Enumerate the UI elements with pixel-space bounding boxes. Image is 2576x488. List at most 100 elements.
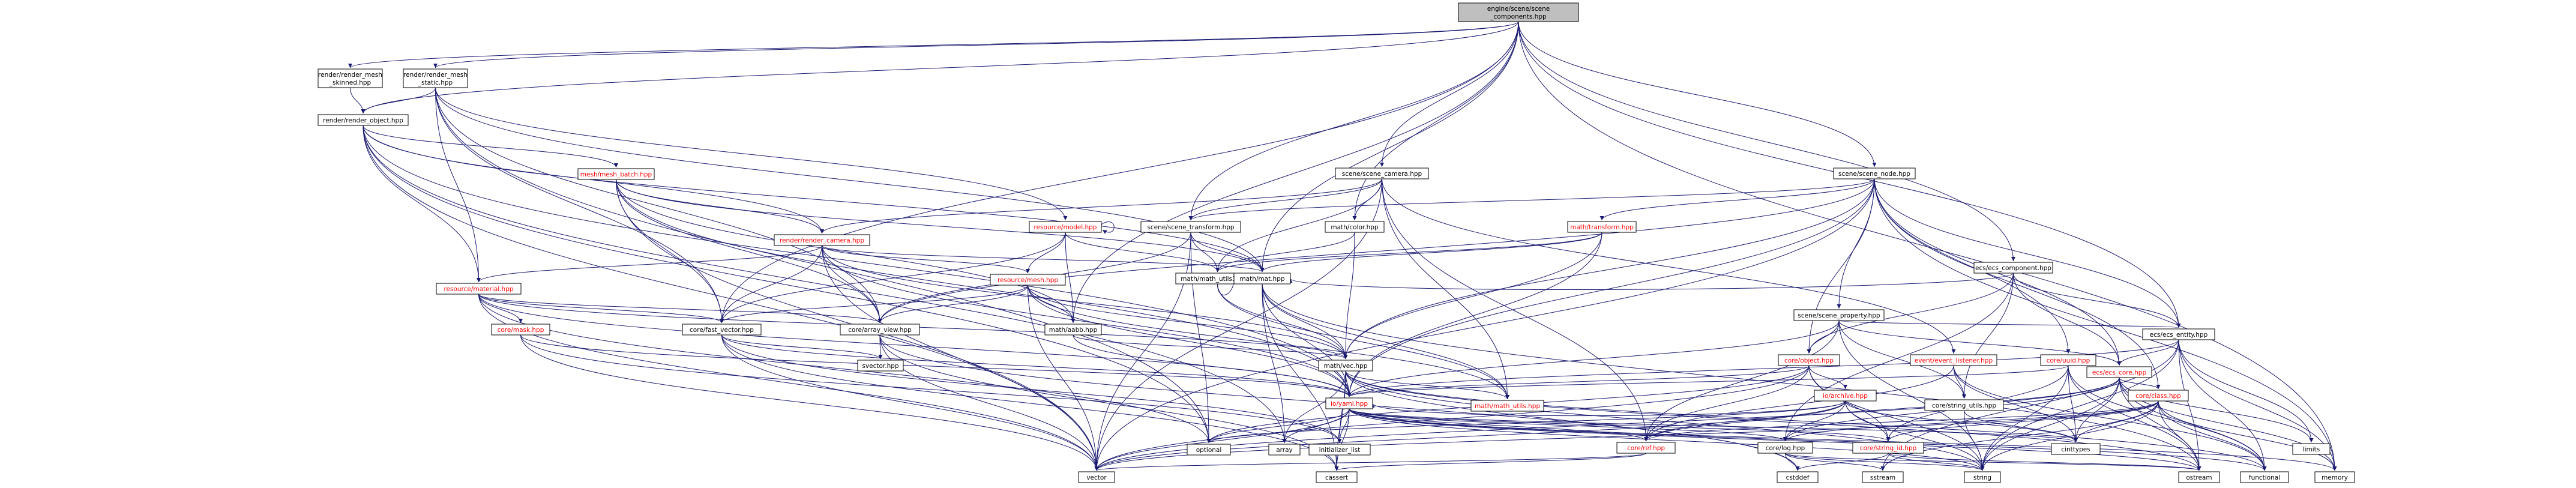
node-yaml[interactable]: io/yaml.hpp <box>1325 397 1373 409</box>
edge-mmat-to-mutils <box>1262 283 1509 400</box>
node-rms[interactable]: render/render_mesh_skinned.hpp <box>317 68 383 88</box>
node-rcam[interactable]: render/render_camera.hpp <box>774 234 870 246</box>
edge-cstrid-to-ostream <box>1888 453 2201 471</box>
edge-eentity-to-ecore <box>2117 339 2179 366</box>
node-sprop[interactable]: scene/scene_property.hpp <box>1793 309 1885 321</box>
node-label: engine/scene/scene <box>1487 5 1550 13</box>
edge-yaml-to-cref <box>1349 408 1648 442</box>
node-box <box>317 68 383 88</box>
node-snode[interactable]: scene/scene_node.hpp <box>1833 167 1916 179</box>
edge-rmodel-to-rmesh <box>1026 232 1066 274</box>
node-label: math/color.hpp <box>1331 224 1379 231</box>
node-mmat[interactable]: math/mat.hpp <box>1233 273 1291 285</box>
node-ecomp[interactable]: ecs/ecs_component.hpp <box>1973 262 2053 274</box>
edge-meshbatch-to-arrview <box>616 179 882 324</box>
node-eentity[interactable]: ecs/ecs_entity.hpp <box>2142 328 2215 340</box>
node-mutils[interactable]: math/math_utils.hpp <box>1470 400 1544 412</box>
edge-yaml-to-cstrid <box>1349 408 1891 442</box>
edge-cuuid-to-cinttypes <box>2068 365 2078 443</box>
edge-snode-to-vector <box>1094 178 1875 471</box>
node-meshbatch[interactable]: mesh/mesh_batch.hpp <box>577 168 655 180</box>
node-rmat[interactable]: resource/material.hpp <box>436 283 522 295</box>
node-label: ecs/ecs_core.hpp <box>2092 369 2147 376</box>
node-strans[interactable]: scene/scene_transform.hpp <box>1140 221 1241 233</box>
node-label: mesh/mesh_batch.hpp <box>580 171 652 178</box>
node-sstream: sstream <box>1862 471 1904 483</box>
edge-root-to-strans <box>1188 21 1519 221</box>
node-label: ecs/ecs_entity.hpp <box>2150 331 2208 339</box>
node-cclass[interactable]: core/class.hpp <box>2128 390 2189 402</box>
node-box <box>1316 471 1358 483</box>
node-strutils[interactable]: core/string_utils.hpp <box>1924 399 2004 411</box>
node-box <box>1778 354 1840 366</box>
node-aabb[interactable]: math/aabb.hpp <box>1044 324 1102 336</box>
edge-rmst-to-mmat <box>435 87 1265 273</box>
edge-aabb-to-mvec <box>1073 334 1348 360</box>
node-clog[interactable]: core/log.hpp <box>1757 442 1813 454</box>
node-label: functional <box>2249 474 2280 481</box>
node-arrview[interactable]: core/array_view.hpp <box>840 324 920 336</box>
edge-rmat-to-arrview <box>478 294 882 324</box>
edge-rcam-to-mmat <box>822 245 1265 273</box>
edge-yaml-to-cinttypes <box>1349 408 2078 443</box>
node-box <box>682 324 762 336</box>
node-ecore[interactable]: ecs/ecs_core.hpp <box>2086 366 2152 378</box>
edge-ro-to-mmat <box>363 125 1265 273</box>
edge-snode-to-cuuid <box>1874 178 2071 354</box>
node-color[interactable]: math/color.hpp <box>1325 221 1385 233</box>
node-root: engine/scene/scene_components.hpp <box>1458 2 1579 22</box>
edge-eentity-to-yaml <box>1347 339 2179 397</box>
edge-cobj-to-yaml <box>1347 365 1810 397</box>
node-box <box>2086 366 2152 378</box>
node-cuuid[interactable]: core/uuid.hpp <box>2040 354 2096 366</box>
node-label: core/fast_vector.hpp <box>690 327 754 334</box>
node-cref[interactable]: core/ref.hpp <box>1616 442 1676 454</box>
node-box <box>1044 324 1102 336</box>
node-label: core/class.hpp <box>2135 393 2181 400</box>
node-ro[interactable]: render/render_object.hpp <box>317 114 409 126</box>
node-label: io/archive.hpp <box>1823 393 1868 400</box>
node-carchive[interactable]: io/archive.hpp <box>1814 390 1877 402</box>
node-box <box>1757 442 1813 454</box>
node-rmesh[interactable]: resource/mesh.hpp <box>990 274 1066 286</box>
node-label: _components.hpp <box>1490 13 1547 20</box>
edge-clog-to-sstream <box>1785 453 1885 471</box>
node-cstrid[interactable]: core/string_id.hpp <box>1852 442 1924 454</box>
edge-eentity-to-limits <box>2178 339 2314 443</box>
edge-rms-to-ro <box>350 87 366 114</box>
edge-rcam-to-arrview <box>822 245 882 324</box>
edge-root-to-color <box>1352 21 1519 221</box>
edge-cclass-to-cstrid <box>1886 400 2159 442</box>
edge-carchive-to-vector <box>1094 400 1846 471</box>
node-fastvec[interactable]: core/fast_vector.hpp <box>682 324 762 336</box>
node-box <box>317 114 409 126</box>
node-rmst[interactable]: render/render_mesh_static.hpp <box>403 68 468 88</box>
node-box <box>2040 354 2096 366</box>
node-rmodel[interactable]: resource/model.hpp <box>1029 221 1102 233</box>
edge-ecomp-to-ecore <box>2013 273 2122 366</box>
node-box <box>990 274 1066 286</box>
node-mvec[interactable]: math/vec.hpp <box>1318 360 1373 372</box>
edge-meshbatch-to-mmat <box>616 179 1265 273</box>
edge-scam-to-evlist <box>1382 178 1956 354</box>
edge-cclass-to-memory <box>2158 400 2337 471</box>
node-evlist[interactable]: event/event_listener.hpp <box>1910 354 1997 366</box>
node-cobj[interactable]: core/object.hpp <box>1778 354 1840 366</box>
edge-ro-to-vector <box>363 125 1099 471</box>
edge-strans-to-mu3d <box>1190 232 1220 273</box>
edge-color-to-mu3d <box>1215 232 1355 273</box>
edge-mtrans-to-mu3d <box>1215 232 1602 273</box>
edge-rmodel-to-fastvec <box>720 232 1066 324</box>
node-mtrans[interactable]: math/transform.hpp <box>1567 221 1637 233</box>
node-scam[interactable]: scene/scene_camera.hpp <box>1335 167 1429 179</box>
node-label: ostream <box>2186 474 2212 481</box>
edge-carchive-to-yaml <box>1370 400 1846 417</box>
node-box <box>857 360 904 372</box>
edge-mvec-to-mutils <box>1345 370 1509 400</box>
edge-ecomp-to-mmat <box>1288 273 2014 290</box>
node-cmask[interactable]: core/mask.hpp <box>491 324 550 336</box>
node-label: optional <box>1196 447 1222 454</box>
edge-snode-to-eentity <box>1874 178 2181 328</box>
node-label: limits <box>2303 446 2320 453</box>
node-cinttypes: cinttypes <box>2051 443 2101 455</box>
